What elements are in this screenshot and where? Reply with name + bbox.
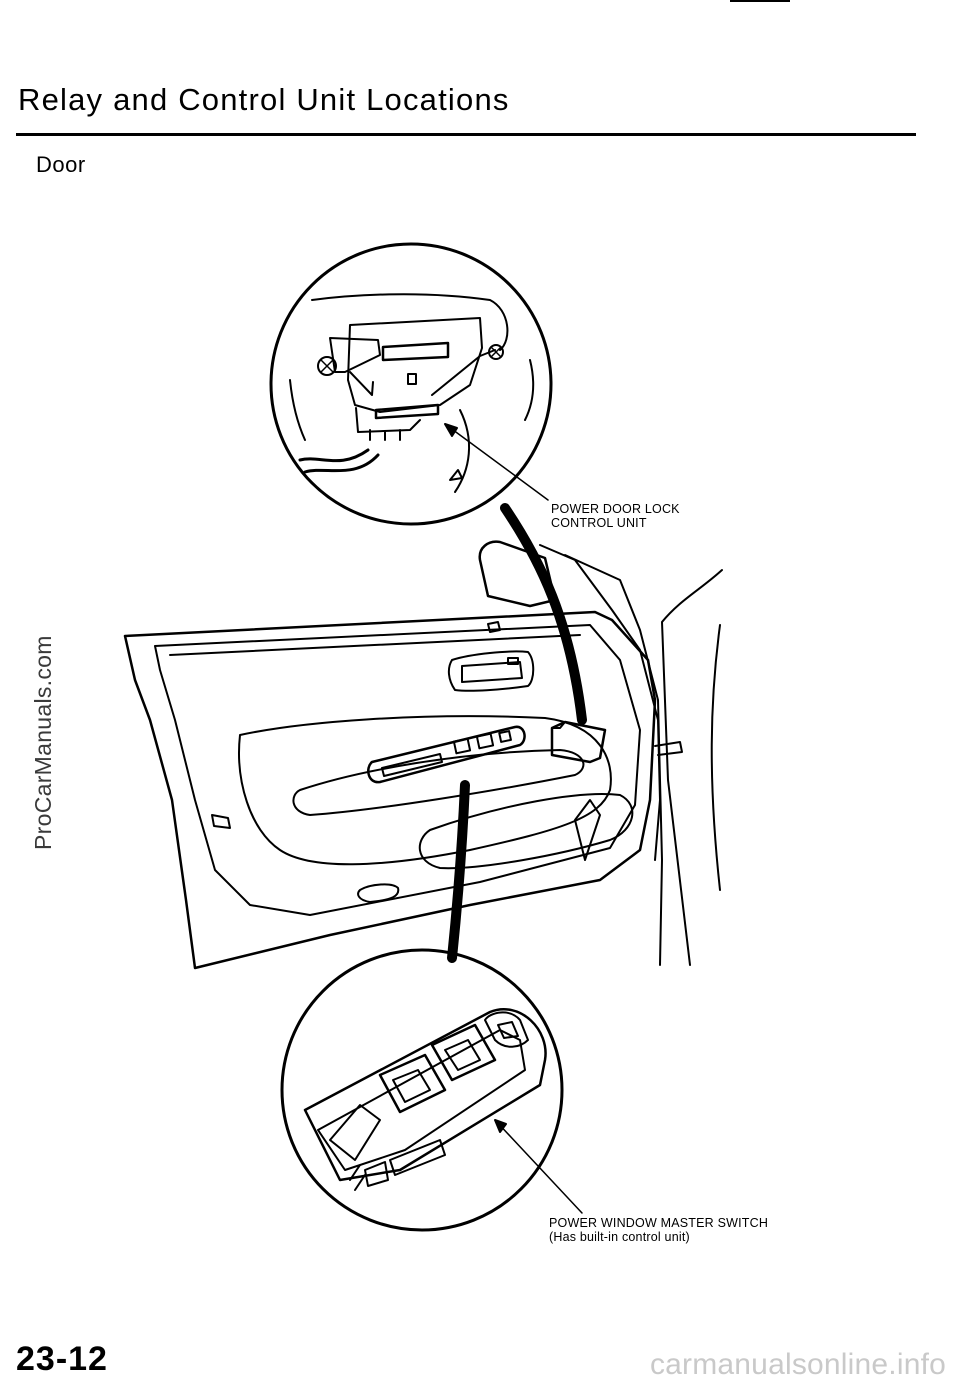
callout-line: (Has built-in control unit) bbox=[549, 1230, 690, 1244]
bottom-watermark: carmanualsonline.info bbox=[649, 1348, 946, 1381]
section-heading: Door bbox=[36, 152, 86, 177]
window-master-switch-label: POWER WINDOW MASTER SWITCH (Has built-in… bbox=[549, 1216, 768, 1244]
connector-line-bottom bbox=[447, 780, 470, 963]
door-lock-control-unit-label: POWER DOOR LOCK CONTROL UNIT bbox=[551, 502, 680, 530]
window-switch-detail-circle bbox=[280, 948, 583, 1232]
page-number: 23-12 bbox=[16, 1340, 108, 1378]
door-lock-detail-circle bbox=[269, 242, 553, 526]
title-divider bbox=[16, 133, 916, 136]
door-frame bbox=[478, 540, 723, 966]
callout-line: CONTROL UNIT bbox=[551, 516, 647, 530]
connector-line-top bbox=[500, 503, 587, 725]
callout-line: POWER DOOR LOCK bbox=[551, 502, 680, 516]
side-watermark: ProCarManuals.com bbox=[30, 635, 56, 850]
callout-line: POWER WINDOW MASTER SWITCH bbox=[549, 1216, 769, 1230]
header-mark bbox=[730, 0, 790, 2]
page-title: Relay and Control Unit Locations bbox=[18, 82, 510, 117]
door-panel bbox=[123, 610, 657, 970]
